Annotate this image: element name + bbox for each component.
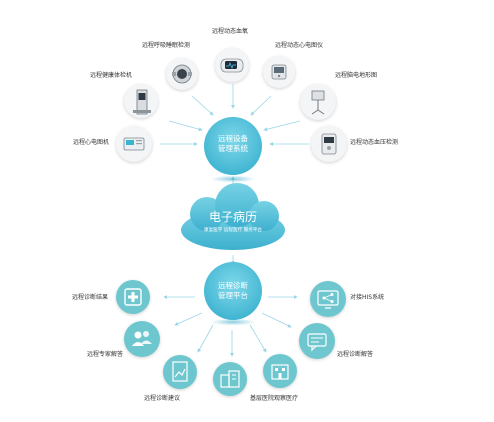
service-node-answer[interactable]	[299, 323, 335, 359]
expert-users-icon	[132, 331, 152, 346]
service-node-his[interactable]	[310, 281, 346, 317]
medical-cross-icon	[124, 288, 142, 306]
ehr-cloud: 电子病历 康复医学 远程医疗 服务平台	[185, 210, 281, 235]
pulse-oximeter-icon	[220, 58, 244, 73]
service-label-answer: 远程诊断解答	[337, 351, 374, 358]
device-node-sleep[interactable]	[166, 58, 198, 90]
device-label-ecg: 远程心电图机	[73, 139, 110, 146]
service-node-hospital[interactable]	[213, 362, 247, 396]
device-hub-line2: 管理系统	[218, 144, 248, 153]
eeg-brain-mapping-icon	[311, 90, 325, 115]
diagnosis-hub-line2: 管理平台	[218, 291, 248, 300]
service-node-suggestion[interactable]	[163, 355, 197, 389]
cloud-shape	[181, 183, 285, 250]
chat-screen-icon	[307, 333, 327, 352]
ecg-machine-icon	[123, 137, 145, 151]
ehr-cloud-subtitle: 康复医学 远程医疗 服务平台	[203, 228, 263, 233]
service-label-result: 远程诊断结果	[72, 294, 109, 301]
device-node-holter[interactable]	[263, 56, 295, 88]
diagnosis-platform-hub: 远程诊断 管理平台	[204, 281, 262, 301]
service-label-his: 对接HIS系统	[350, 294, 385, 301]
device-management-hub: 远程设备 管理系统	[204, 134, 262, 154]
device-hub-circle	[204, 117, 262, 175]
blood-pressure-monitor-icon	[321, 133, 337, 155]
device-node-bp[interactable]	[311, 126, 347, 162]
device-label-sleep: 远程呼吸睡眠检测	[142, 42, 191, 49]
report-chart-icon	[172, 361, 188, 382]
health-kiosk-icon	[133, 89, 151, 115]
device-hub-line1: 远程设备	[218, 134, 248, 143]
service-node-clinic[interactable]	[263, 354, 297, 388]
hospital-building-icon	[220, 370, 240, 388]
device-node-kiosk[interactable]	[124, 84, 158, 118]
device-label-bp: 远程动态血压检测	[350, 139, 399, 146]
device-label-spo2: 远程动态血氧	[212, 28, 249, 35]
diagnosis-hub-circle	[204, 262, 262, 320]
device-node-spo2[interactable]	[215, 48, 249, 82]
device-label-holter: 远程动态心电图仪	[275, 42, 324, 49]
device-label-kiosk: 远程健康体检机	[90, 72, 133, 79]
diagnosis-hub-line1: 远程诊断	[218, 281, 248, 290]
device-label-eeg: 远程脑电地形图	[335, 72, 378, 79]
sleep-monitor-icon	[172, 64, 192, 84]
service-node-expert[interactable]	[124, 321, 160, 357]
clinic-building-icon	[271, 364, 289, 380]
service-label-expert: 远程专家解答	[87, 351, 124, 358]
service-label-clinic: 基层医院观察医疗	[250, 395, 299, 402]
device-node-ecg[interactable]	[116, 126, 152, 162]
service-label-suggestion: 远程诊断建议	[144, 395, 181, 402]
share-screen-icon	[317, 290, 339, 309]
service-node-result[interactable]	[116, 280, 150, 314]
device-node-eeg[interactable]	[300, 84, 336, 120]
ehr-cloud-title: 电子病历	[208, 210, 257, 224]
holter-ecg-icon	[271, 64, 287, 80]
